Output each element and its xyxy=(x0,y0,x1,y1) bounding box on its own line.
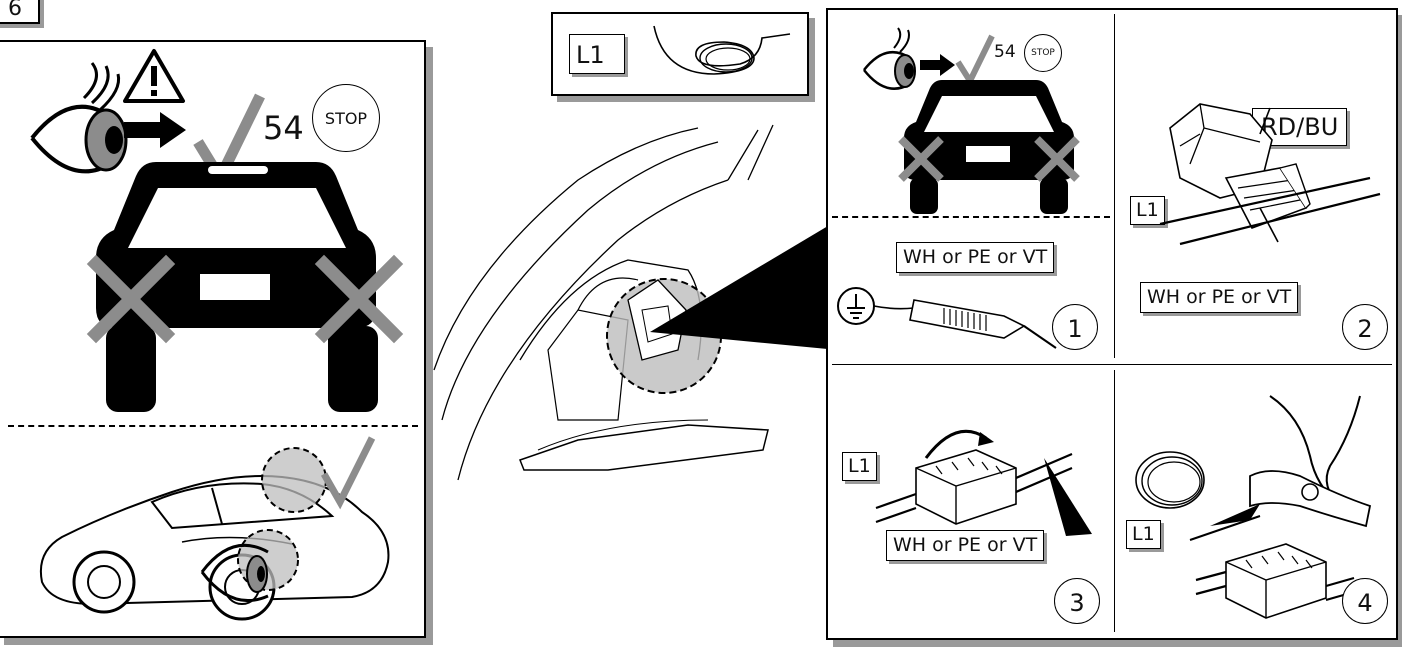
step4-l1-label: L1 xyxy=(1126,520,1161,549)
number-54-label: 54 xyxy=(263,112,304,144)
top-left-tab: 6 xyxy=(0,0,40,24)
stop-text: STOP xyxy=(325,109,367,128)
step3-l1-label: L1 xyxy=(842,452,877,481)
step4-connector-icon xyxy=(1196,526,1356,626)
step2-connector-icon xyxy=(1160,68,1380,268)
step1-wire-label: WH or PE or VT xyxy=(896,242,1054,273)
ground-icon xyxy=(836,286,876,326)
harness-l1-label: L1 xyxy=(569,34,625,74)
step3-pointer xyxy=(1044,458,1094,538)
steps-divider-vertical-bottom xyxy=(1114,370,1115,632)
steps-divider-horizontal xyxy=(832,364,1392,365)
step1-number-54: 54 xyxy=(994,44,1016,61)
step4-number-circle: 4 xyxy=(1342,578,1388,624)
pliers-icon xyxy=(1190,376,1380,546)
step3-number-circle: 3 xyxy=(1054,578,1100,624)
left-dashed-divider xyxy=(8,425,418,427)
step3-wire-label: WH or PE or VT xyxy=(886,530,1044,561)
tab-number: 6 xyxy=(8,0,22,20)
step1-arrow-right-icon xyxy=(920,54,956,76)
warning-triangle-icon xyxy=(122,48,186,104)
arrow-right-icon xyxy=(124,112,188,148)
step1-cross-left xyxy=(896,134,946,184)
callout-wedge xyxy=(650,220,840,350)
wire-coil-icon xyxy=(644,24,794,84)
cross-icon-right xyxy=(316,256,402,342)
step1-number-circle: 1 xyxy=(1052,304,1098,350)
step2-wire-label: WH or PE or VT xyxy=(1140,282,1298,313)
step1-stop-sign-icon: STOP xyxy=(1024,34,1062,72)
stop-sign-icon: STOP xyxy=(312,84,380,152)
cross-icon-left xyxy=(88,256,174,342)
step1-cross-right xyxy=(1032,134,1082,184)
car-side-icon xyxy=(32,432,412,632)
test-lamp-icon xyxy=(874,286,1060,356)
steps-divider-vertical-top xyxy=(1114,14,1115,358)
step1-checkmark-icon xyxy=(955,34,995,84)
step2-number-circle: 2 xyxy=(1342,304,1388,350)
